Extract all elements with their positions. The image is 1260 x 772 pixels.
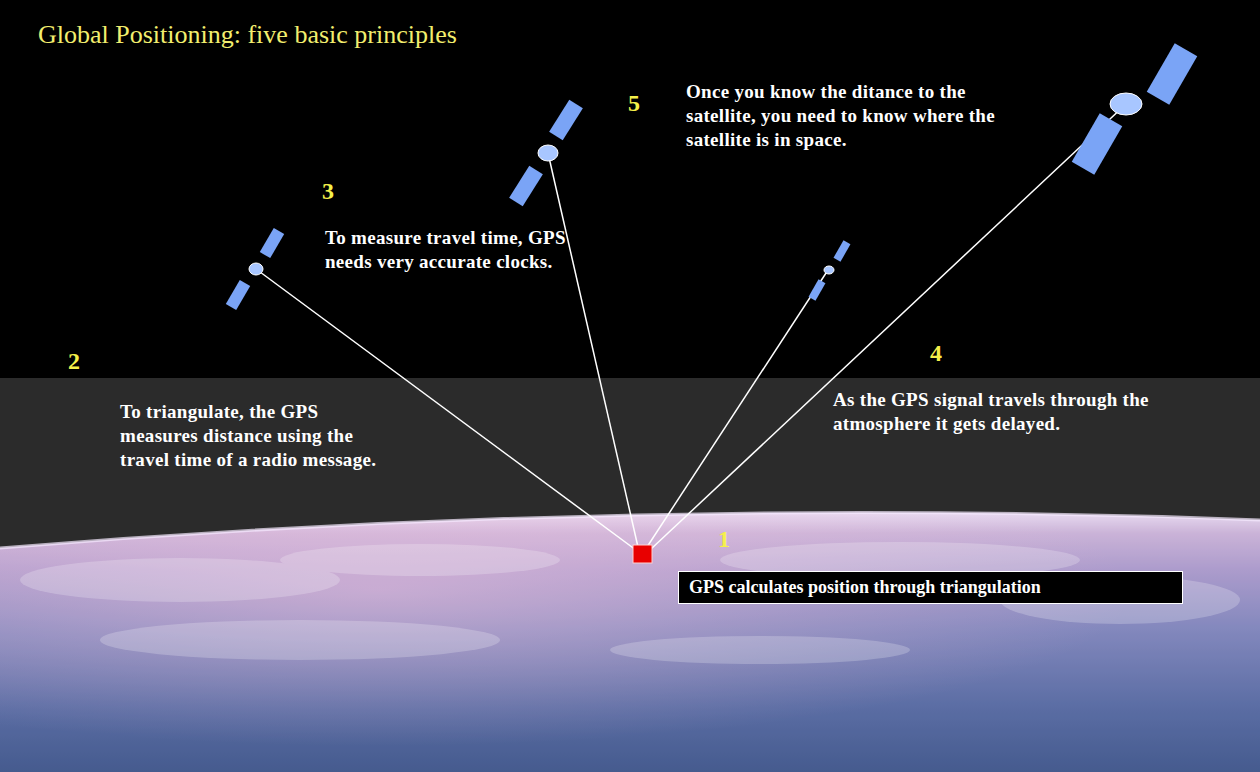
satellite [809,240,851,300]
atmosphere-band [0,378,1260,772]
callout-number: 3 [322,178,334,205]
callout-number: 5 [628,90,640,117]
diagram-title: Global Positioning: five basic principle… [38,20,457,50]
satellite [1072,43,1198,174]
statement-box: GPS calculates position through triangul… [678,571,1183,604]
signal-lines [256,104,1126,553]
callout-number: 4 [930,340,942,367]
satellite [509,100,583,207]
principle-text: Once you know the ditance to the satelli… [686,80,1016,152]
callout-number: 1 [718,526,730,553]
satellite [226,228,284,310]
callout-number: 2 [68,348,80,375]
receiver-marker [633,545,652,563]
principle-text: To measure travel time, GPS needs very a… [325,226,587,274]
principle-text: To triangulate, the GPS measures distanc… [120,400,395,472]
box-text: GPS calculates position through triangul… [689,577,1041,598]
principle-text: As the GPS signal travels through the at… [833,388,1243,436]
